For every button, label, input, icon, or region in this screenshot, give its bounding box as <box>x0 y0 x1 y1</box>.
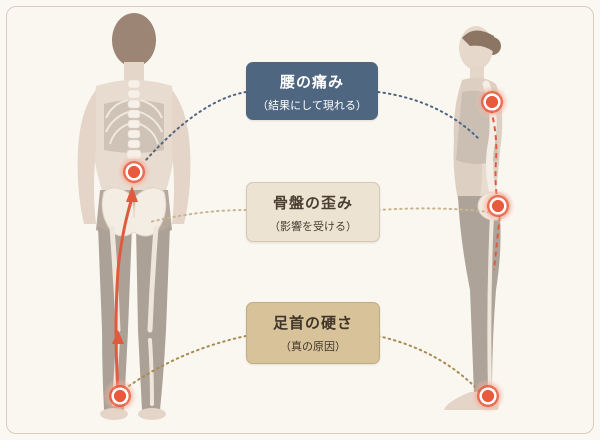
connector-ankle-left <box>125 335 247 389</box>
ribs <box>105 99 163 145</box>
cause-arrow <box>112 186 138 393</box>
pain-marker-lower-back <box>117 155 151 189</box>
pain-markers <box>103 85 515 413</box>
back-view-figure <box>77 13 191 420</box>
label-pelvis-distortion: 骨盤の歪み （影響を受ける） <box>246 182 380 242</box>
pelvis-bone <box>101 187 167 237</box>
connector-back-left <box>145 91 247 161</box>
label-ankle-stiffness: 足首の硬さ （真の原因） <box>246 302 380 364</box>
pain-marker-pelvis-side <box>481 189 515 223</box>
connector-back-right <box>377 91 481 141</box>
head <box>112 13 156 67</box>
label-back-pain: 腰の痛み （結果にして現れる） <box>246 62 378 120</box>
label-ankle-sub: （真の原因） <box>280 340 346 353</box>
connector-ankle-right <box>377 335 481 393</box>
label-back-pain-sub: （結果にして現れる） <box>257 99 367 112</box>
label-pelvis-title: 骨盤の歪み <box>272 194 353 212</box>
connector-pelvis-right <box>377 207 489 213</box>
pain-marker-ankle-back <box>103 379 137 413</box>
connector-lines <box>125 91 489 393</box>
label-ankle-title: 足首の硬さ <box>272 314 353 332</box>
pain-marker-ankle-side <box>471 379 505 413</box>
label-back-pain-title: 腰の痛み <box>279 73 344 91</box>
pain-marker-lower-back-side <box>475 85 509 119</box>
label-pelvis-sub: （影響を受ける） <box>269 220 357 233</box>
